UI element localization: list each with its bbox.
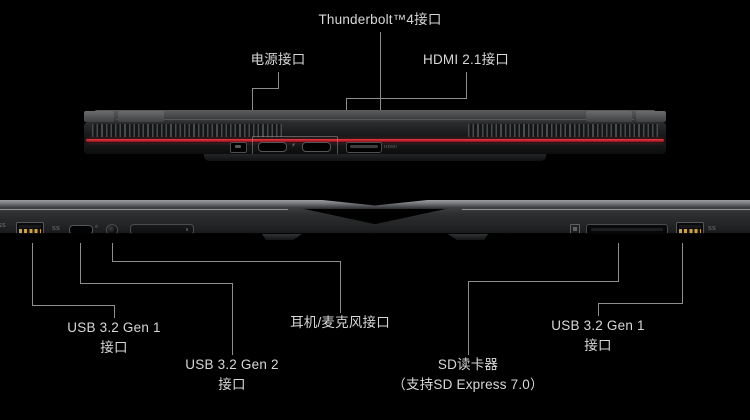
leader-usb-gen1-left-vertical-1 xyxy=(32,243,33,305)
rear-foot-left xyxy=(204,154,394,161)
leader-hdmi-vertical-1 xyxy=(466,72,467,98)
headphone-icon: ⌕ xyxy=(95,224,99,230)
left-side-highlight xyxy=(0,209,288,211)
rear-vent-left xyxy=(92,124,282,137)
leader-power-horizontal xyxy=(252,88,279,89)
rear-hinge-left-inner xyxy=(118,111,164,122)
rear-vent-mid xyxy=(514,124,569,137)
rear-hinge-left-outer xyxy=(84,111,114,122)
leader-audio-horizontal xyxy=(112,261,340,262)
leader-usb-gen1-left-vertical-2 xyxy=(114,305,115,318)
sd-card-icon xyxy=(570,224,580,234)
callout-text-usb-gen1-left-line2: 接口 xyxy=(100,340,128,356)
left-side-foot xyxy=(262,234,302,240)
usb-c-port-left[interactable] xyxy=(69,225,93,234)
usb-a-right-divider xyxy=(679,224,701,228)
right-side-foot xyxy=(448,234,488,240)
leader-usb-gen2-left-vertical-1 xyxy=(80,243,81,283)
callout-text-usb-gen2-left-line2: 接口 xyxy=(218,377,246,393)
leader-usb-gen1-left-horizontal xyxy=(32,305,114,306)
leader-thunderbolt-vertical xyxy=(380,32,381,128)
leader-usb-gen1-right-vertical-1 xyxy=(682,243,683,303)
callout-label-usb-gen2-left: USB 3.2 Gen 2 接口 xyxy=(185,355,278,396)
rear-hinge-right-inner xyxy=(586,111,632,122)
callout-text-usb-gen1-right-line2: 接口 xyxy=(584,338,612,354)
leader-power-vertical-1 xyxy=(278,72,279,88)
callout-text-usb-gen2-left-line1: USB 3.2 Gen 2 xyxy=(185,357,279,372)
hdmi-port[interactable] xyxy=(346,141,382,153)
thunderbolt-port-1[interactable] xyxy=(258,142,287,152)
leader-usb-gen2-left-vertical-2 xyxy=(232,283,233,355)
right-side-base: SS xyxy=(374,208,750,234)
usb-a-left-contacts xyxy=(19,229,41,234)
usb-c-left-marking: SS xyxy=(52,226,60,232)
callout-label-power: 电源接口 xyxy=(251,50,306,70)
rear-chassis: ⚡ HDMI xyxy=(84,122,666,154)
laptop-left-side-view: SS SS ⌕ xyxy=(0,200,376,260)
callout-text-usb-gen1-right-line1: USB 3.2 Gen 1 xyxy=(551,318,645,333)
callout-text-sd-reader-line1: SD读卡器 xyxy=(437,357,499,372)
callout-text-power-line1: 电源接口 xyxy=(250,52,306,67)
rear-foot-right xyxy=(356,154,546,161)
right-side-highlight xyxy=(462,209,750,211)
callout-label-usb-gen1-right: USB 3.2 Gen 1 接口 xyxy=(551,316,644,357)
thunderbolt-port-2[interactable] xyxy=(302,142,331,152)
callout-text-audio-line1: 耳机/麦克风接口 xyxy=(290,315,390,330)
audio-jack[interactable] xyxy=(106,224,118,234)
leader-hdmi-horizontal xyxy=(346,98,467,99)
right-side-lid xyxy=(374,200,750,209)
usb-a-left-divider xyxy=(19,224,41,228)
callout-text-thunderbolt-line1: Thunderbolt™4接口 xyxy=(318,12,442,27)
rear-lid-edge xyxy=(94,110,656,123)
left-side-lid xyxy=(0,200,376,209)
hdmi-marking: HDMI xyxy=(384,144,398,149)
callout-label-thunderbolt: Thunderbolt™4接口 xyxy=(318,10,441,30)
leader-sd-vertical-2 xyxy=(468,281,469,355)
left-vent-slot xyxy=(130,224,194,234)
callout-text-sd-reader-line2: （支持SD Express 7.0） xyxy=(392,377,544,393)
usb-a-port-right[interactable] xyxy=(676,222,704,234)
usb-a-right-contacts xyxy=(679,229,701,234)
callout-text-usb-gen1-left-line1: USB 3.2 Gen 1 xyxy=(67,320,161,335)
left-side-base: SS SS ⌕ xyxy=(0,208,376,234)
leader-sd-horizontal xyxy=(468,281,619,282)
leader-audio-vertical-1 xyxy=(112,243,113,261)
leader-audio-vertical-2 xyxy=(340,261,341,313)
sd-card-slot[interactable] xyxy=(586,224,668,234)
thunderbolt-port-group-highlight xyxy=(252,136,338,154)
laptop-rear-view: ⚡ HDMI xyxy=(84,110,666,162)
leader-power-vertical-2 xyxy=(252,88,253,128)
usb-a-left-marking: SS xyxy=(0,223,6,229)
rear-lid-seam xyxy=(116,119,634,120)
callout-label-usb-gen1-left: USB 3.2 Gen 1 接口 xyxy=(67,318,160,359)
leader-usb-gen2-left-horizontal xyxy=(80,283,232,284)
usb-a-port-left[interactable] xyxy=(16,222,44,234)
leader-sd-vertical-1 xyxy=(618,243,619,281)
rear-red-accent-strip xyxy=(86,139,664,143)
callout-label-sd-reader: SD读卡器 （支持SD Express 7.0） xyxy=(392,355,543,396)
callout-label-audio: 耳机/麦克风接口 xyxy=(290,313,390,333)
laptop-right-side-view: SS xyxy=(374,200,750,260)
callout-text-hdmi-line1: HDMI 2.1接口 xyxy=(422,52,510,67)
leader-usb-gen1-right-horizontal xyxy=(598,303,683,304)
rear-hinge-right-outer xyxy=(636,111,666,122)
usb-a-right-marking: SS xyxy=(708,226,716,232)
callout-label-hdmi: HDMI 2.1接口 xyxy=(423,50,509,70)
leader-usb-gen1-right-vertical-2 xyxy=(598,303,599,316)
thunderbolt-icon: ⚡ xyxy=(291,143,296,149)
power-port[interactable] xyxy=(230,141,247,153)
